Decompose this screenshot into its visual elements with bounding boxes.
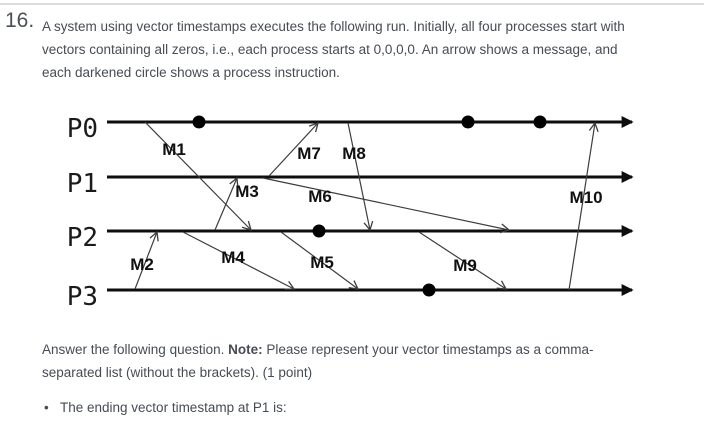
process-label-P2: P2 xyxy=(67,223,98,253)
event-dot-P2-1 xyxy=(312,224,326,238)
event-dot-P0-3 xyxy=(533,115,547,129)
message-arrow-M10 xyxy=(568,121,599,291)
event-dot-P0-1 xyxy=(192,115,206,129)
question-bullet: • The ending vector timestamp at P1 is: xyxy=(44,396,664,419)
message-arrow-M6 xyxy=(262,177,511,234)
event-dot-P3-1 xyxy=(422,283,436,297)
message-label-M1: M1 xyxy=(162,140,186,159)
answer-instructions-suffix: Please represent your vector timestamps … xyxy=(42,342,594,380)
message-arrow-M9 xyxy=(418,231,508,290)
question-text: A system using vector timestamps execute… xyxy=(42,19,625,80)
question-number: 16. xyxy=(5,9,35,32)
message-arrow-M5 xyxy=(280,231,360,290)
message-label-M8: M8 xyxy=(342,144,366,163)
message-label-M10: M10 xyxy=(569,188,602,207)
bullet-question-text: The ending vector timestamp at P1 is: xyxy=(60,400,287,415)
message-arrow-M7 xyxy=(268,121,319,177)
message-label-M6: M6 xyxy=(308,187,332,206)
message-arrow-M4 xyxy=(182,231,296,290)
bullet-icon: • xyxy=(44,400,49,415)
answer-instructions: Answer the following question. Note: Ple… xyxy=(42,338,642,384)
note-label: Note: xyxy=(228,342,263,357)
process-label-P0: P0 xyxy=(67,114,98,144)
message-label-M4: M4 xyxy=(221,248,245,267)
message-arrow-M2 xyxy=(134,230,159,290)
message-arrow-M8 xyxy=(347,122,374,232)
message-label-M3: M3 xyxy=(235,182,259,201)
process-label-P3: P3 xyxy=(67,282,98,312)
message-label-M9: M9 xyxy=(453,256,477,275)
process-label-P1: P1 xyxy=(67,169,98,199)
answer-instructions-prefix: Answer the following question. xyxy=(42,342,229,357)
message-label-M7: M7 xyxy=(297,144,321,163)
message-arrow-M3 xyxy=(214,176,239,231)
event-dot-P0-2 xyxy=(461,115,475,129)
message-label-M5: M5 xyxy=(310,253,334,272)
message-label-M2: M2 xyxy=(130,255,154,274)
message-arrow-M1 xyxy=(144,121,252,232)
section-divider xyxy=(0,3,704,5)
